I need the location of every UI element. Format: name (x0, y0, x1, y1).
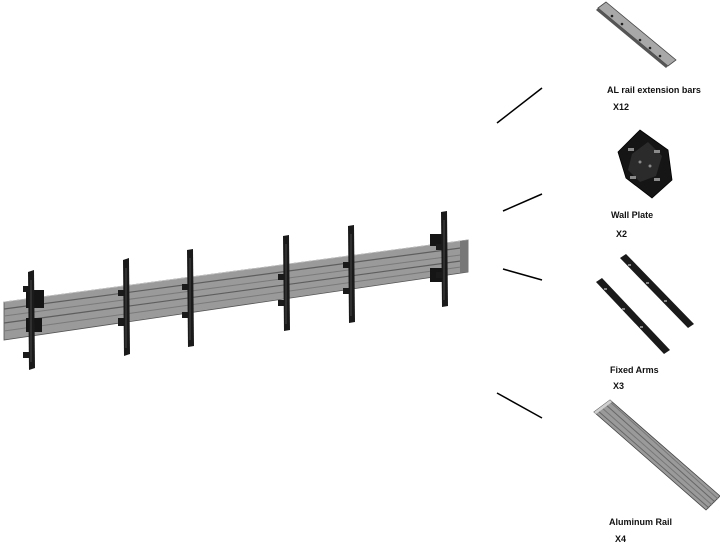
mounted-arm-2 (118, 258, 130, 356)
main-rail (3, 239, 469, 341)
wall-plate-qty: X2 (616, 229, 628, 239)
pointer-line-2 (502, 193, 543, 212)
fixed-arms-label: Fixed Arms (610, 365, 659, 375)
pointer-line-3 (502, 268, 543, 281)
pointer-line-1 (496, 87, 543, 124)
mounted-arm-6 (436, 211, 448, 307)
mounted-arm-1 (23, 270, 35, 370)
pointer-line-4 (496, 392, 543, 419)
mounted-arm-4 (278, 235, 290, 331)
extension-bar-qty: X12 (613, 102, 630, 112)
aluminum-rail-image (593, 399, 720, 511)
aluminum-rail-label: Aluminum Rail (609, 517, 673, 527)
wall-plate-label: Wall Plate (611, 210, 654, 220)
aluminum-rail-qty: X4 (615, 534, 627, 544)
mounted-arm-5 (343, 225, 355, 323)
extension-bar-label: AL rail extension bars (607, 85, 701, 95)
fixed-arms-image (596, 254, 694, 354)
extension-bar-image (596, 1, 677, 68)
wall-plate-image (617, 129, 673, 199)
assembled-mount (3, 211, 469, 370)
mounted-arm-3 (182, 249, 194, 347)
fixed-arms-qty: X3 (613, 381, 625, 391)
pointer-lines (496, 87, 543, 419)
